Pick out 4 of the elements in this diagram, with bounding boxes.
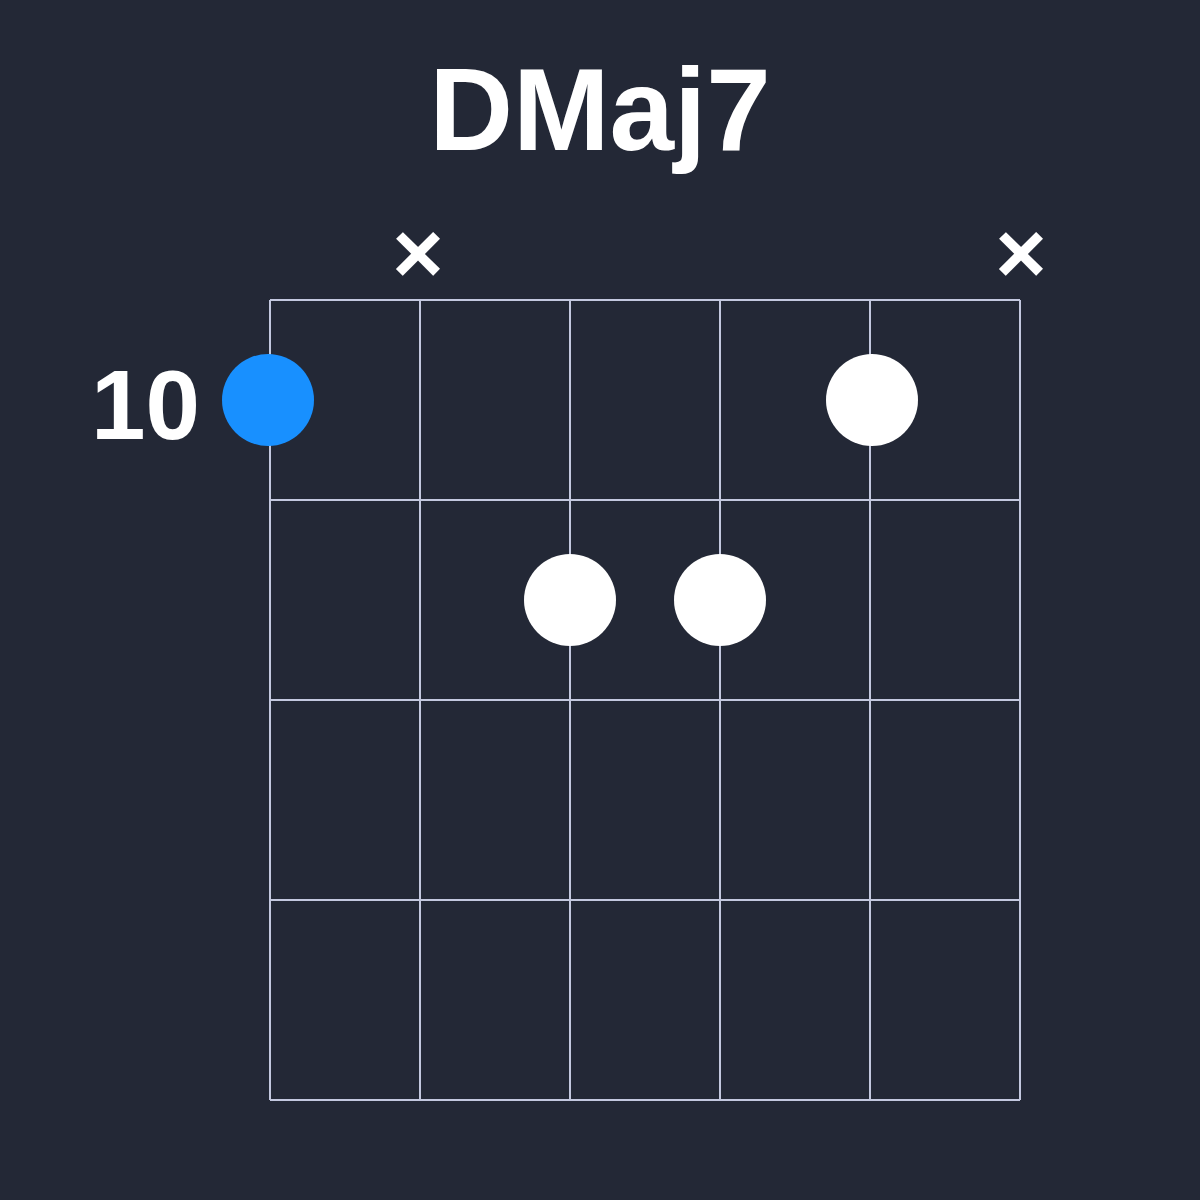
muted-string-mark: × (995, 209, 1047, 297)
fret-number: 10 (91, 356, 200, 454)
muted-string-mark: × (392, 209, 444, 297)
chord-title: DMaj7 (429, 43, 771, 177)
